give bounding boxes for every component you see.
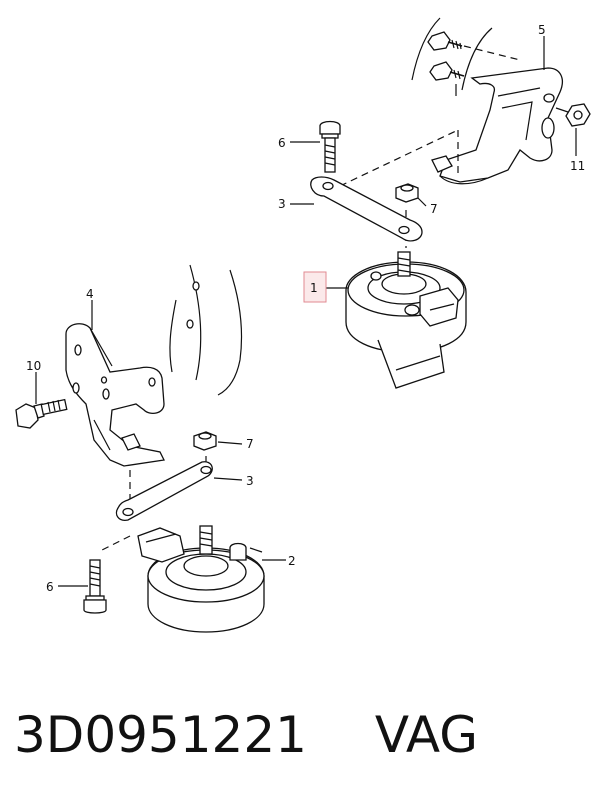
callout-6-lower: 6 (46, 580, 54, 594)
upper-bolt-top (427, 31, 521, 61)
horn-part-2 (137, 525, 265, 633)
leader-lines (35, 36, 577, 587)
strap-part-3-upper (310, 176, 423, 242)
nut-part-7-upper (395, 183, 419, 203)
callout-1: 1 (310, 281, 318, 295)
exploded-parts-diagram: 1 2 3 3 4 5 6 6 7 7 10 11 (15, 17, 591, 633)
assembly-line-lower-3 (97, 535, 131, 553)
bolt-part-6-upper (319, 120, 341, 173)
lower-mounting-bracket (65, 281, 200, 467)
callout-10: 10 (26, 359, 41, 373)
horn-part-1 (345, 251, 467, 389)
strap-part-3-lower (115, 461, 213, 521)
upper-mounting-bracket (431, 67, 563, 185)
nut-part-7-lower (193, 431, 217, 451)
bolt-part-10 (15, 398, 68, 429)
callout-6-upper: 6 (278, 136, 286, 150)
callout-4: 4 (86, 287, 94, 301)
part-caption: 3D0951221 VAG (14, 700, 594, 770)
callout-1-highlight (303, 271, 327, 303)
part-number: 3D0951221 (14, 706, 307, 764)
brand-name: VAG (374, 706, 478, 764)
body-panel-outline (169, 17, 493, 396)
bolt-part-6-lower (83, 559, 107, 614)
nut-part-11 (555, 103, 591, 127)
callout-3-lower: 3 (246, 474, 254, 488)
callout-7-lower: 7 (246, 437, 254, 451)
callout-2: 2 (288, 554, 296, 568)
assembly-line-upper-1 (339, 129, 459, 187)
callout-3-upper: 3 (278, 197, 286, 211)
upper-bolt-middle (429, 61, 465, 96)
callout-5: 5 (538, 23, 546, 37)
callout-7-upper: 7 (430, 202, 438, 216)
callout-11: 11 (570, 159, 585, 173)
